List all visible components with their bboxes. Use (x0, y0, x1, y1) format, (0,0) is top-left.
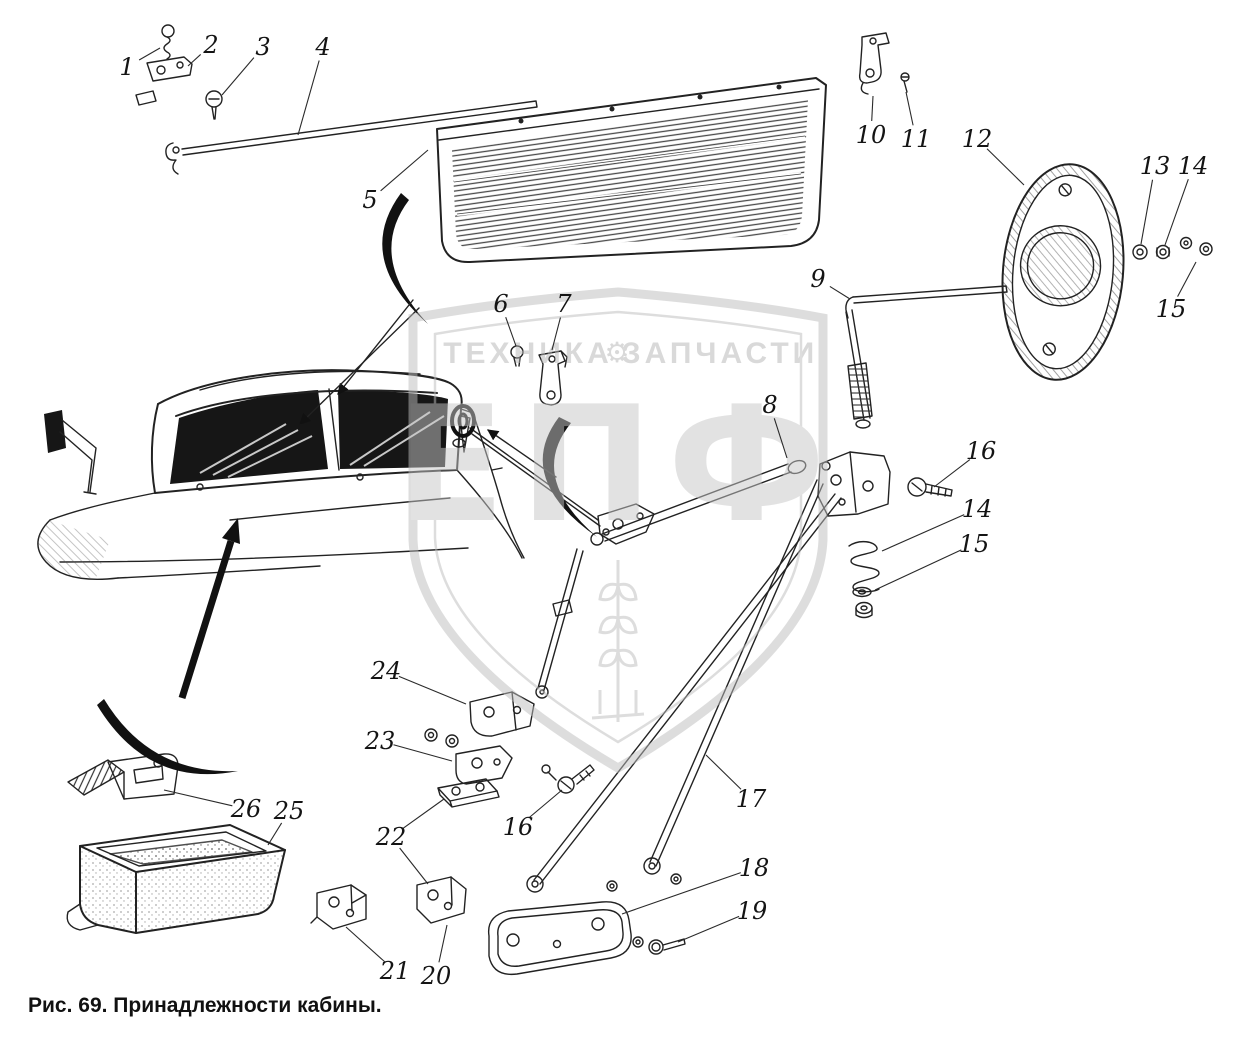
callout-15: 15 (959, 530, 990, 558)
rod-bracket-parts-1-2-3 (135, 24, 223, 175)
wiper-lever-cluster (469, 427, 655, 545)
callout-8: 8 (762, 391, 777, 419)
callout-2: 2 (202, 31, 218, 59)
callout-leader-25 (267, 822, 283, 846)
callout-5: 5 (362, 186, 377, 214)
callout-leader-10 (871, 95, 874, 122)
pointer-arrows (97, 193, 597, 775)
watermark: ТЕХНИКА ⚙ ЗАПЧАСТИ ЕПФ (396, 287, 840, 774)
long-stays-17 (526, 479, 842, 893)
callout-6: 6 (493, 290, 508, 318)
callout-leader-7 (551, 317, 561, 351)
watermark-shield-outer (408, 287, 828, 774)
callout-17: 17 (736, 785, 767, 813)
callout-4: 4 (314, 33, 330, 61)
callout-13: 13 (1140, 152, 1171, 180)
callout-leader-24 (398, 675, 467, 705)
watermark-brand-right: ЗАПЧАСТИ (622, 337, 818, 370)
callout-leader-15 (874, 549, 962, 591)
callout-25: 25 (273, 797, 305, 825)
callout-1: 1 (119, 53, 134, 81)
watermark-shield-inner (433, 310, 803, 744)
callout-18: 18 (739, 854, 770, 882)
callout-14: 14 (962, 495, 993, 523)
visor-hook-bracket-10-11 (858, 32, 910, 95)
callout-leader-16 (933, 459, 971, 488)
short-stay (535, 548, 584, 699)
callout-3: 3 (255, 33, 270, 61)
figure-caption: Рис. 69. Принадлежности кабины. (28, 994, 382, 1017)
mirror-arm (845, 285, 1008, 429)
callout-leader-8 (773, 418, 788, 459)
callout-9: 9 (810, 265, 825, 293)
callout-19: 19 (737, 897, 768, 925)
callout-leader-11 (905, 91, 914, 126)
callout-22: 22 (375, 823, 407, 851)
floor-brackets-20-21 (310, 876, 467, 930)
watermark-brand-left: ТЕХНИКА (443, 337, 613, 370)
callout-10: 10 (856, 121, 887, 149)
cab-drawing (37, 369, 525, 580)
callout-leader-4 (297, 60, 320, 136)
callout-leader-22 (399, 847, 429, 885)
callout-leader-3 (221, 57, 255, 96)
callout-11: 11 (901, 125, 932, 153)
mount-brackets-22-23-24 (424, 691, 595, 808)
mirror-fasteners-13-14-15 (1132, 236, 1213, 260)
callout-23: 23 (364, 727, 396, 755)
mirror-assembly (1001, 163, 1125, 381)
drawing-layer (37, 24, 1213, 976)
callout-15: 15 (1156, 295, 1187, 323)
visor-rod (181, 100, 538, 156)
callout-leader-16 (528, 789, 563, 819)
callout-leader-21 (345, 926, 385, 963)
callout-leader-26 (163, 789, 233, 807)
callout-16: 16 (966, 437, 997, 465)
callout-14: 14 (1178, 152, 1209, 180)
callout-leader-6 (505, 316, 517, 347)
callout-leader-20 (438, 924, 448, 963)
callout-leader-13 (1140, 179, 1154, 245)
callout-21: 21 (379, 957, 411, 985)
callout-leader-14 (1164, 179, 1189, 246)
callout-leader-23 (393, 744, 453, 762)
callout-leader-22 (402, 798, 445, 830)
sun-visor-panel (436, 77, 827, 264)
callout-16: 16 (503, 813, 534, 841)
callout-12: 12 (962, 125, 993, 153)
callout-leader-17 (705, 754, 742, 790)
storage-box-25 (66, 824, 286, 934)
callout-7: 7 (556, 290, 572, 318)
callout-20: 20 (420, 962, 452, 990)
callout-leader-1 (138, 47, 161, 61)
callout-leader-19 (677, 915, 740, 943)
callout-leader-9 (829, 285, 851, 300)
callout-leader-14 (881, 514, 965, 552)
stay-rod-8 (590, 459, 807, 546)
pivot-parts-6-7 (510, 345, 568, 406)
gear-icon: ⚙ (604, 336, 629, 369)
callout-leader-5 (380, 149, 429, 192)
cover-plate-18-19 (487, 901, 686, 976)
callout-leader-2 (187, 54, 202, 67)
callout-26: 26 (230, 795, 262, 823)
callout-leader-12 (986, 148, 1025, 186)
callout-leader-15 (1177, 261, 1197, 297)
watermark-monogram: ЕПФ (396, 371, 840, 558)
callout-24: 24 (370, 657, 402, 685)
callout-leader-18 (621, 872, 741, 915)
wheat-emblem-icon (591, 560, 645, 722)
